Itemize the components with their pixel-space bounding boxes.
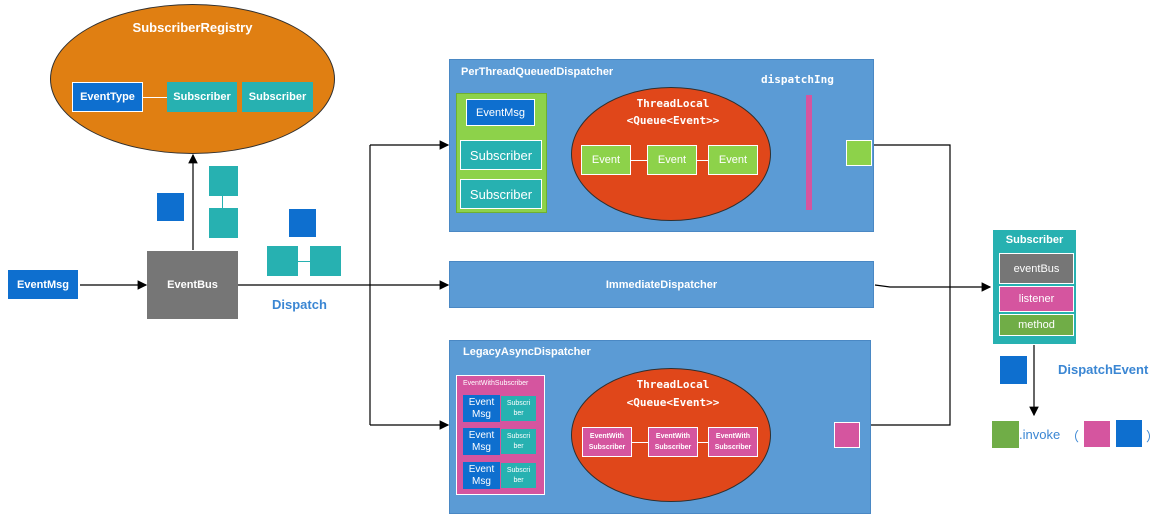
event-msg-square <box>1000 356 1027 384</box>
dispatch-event-label: DispatchEvent <box>1058 362 1149 377</box>
immediate-dispatcher: ImmediateDispatcher <box>449 261 874 308</box>
listener-square <box>1084 421 1110 447</box>
dispatching-bar <box>806 95 812 210</box>
subscriber-field-method: method <box>999 314 1074 336</box>
subscriber-link <box>222 196 223 208</box>
registry-subscriber-1: Subscriber <box>167 82 237 112</box>
per-thread-subscriber-1: Subscriber <box>460 140 542 170</box>
per-thread-event-2: Event <box>647 145 697 175</box>
per-thread-subscriber-2: Subscriber <box>460 179 542 209</box>
legacy-queue-link-2 <box>698 442 708 443</box>
legacy-tl-line2: <Queue<Event>> <box>626 395 720 409</box>
legacy-tl-line1: ThreadLocal <box>636 377 710 391</box>
event-msg: EventMsg <box>7 269 79 300</box>
invoke-open-paren: （ <box>1066 429 1080 444</box>
method-square <box>992 421 1019 448</box>
legacy-title: LegacyAsyncDispatcher <box>463 346 591 358</box>
invoke-text: .invoke <box>1019 427 1061 442</box>
per-thread-output-square <box>846 140 872 166</box>
legacy-queue-item-1: EventWith Subscriber <box>582 427 632 457</box>
registry-event-type: EventType <box>72 82 143 112</box>
legacy-queue-item-2: EventWith Subscriber <box>648 427 698 457</box>
invoke-close-paren: ） <box>1146 429 1160 444</box>
per-thread-title: PerThreadQueuedDispatcher <box>461 66 614 78</box>
subscriber-registry <box>50 4 335 154</box>
per-thread-event-link-2 <box>697 160 708 161</box>
legacy-row-1-subscriber: Subscri ber <box>501 396 536 421</box>
subscriber-field-eventbus: eventBus <box>999 253 1074 284</box>
event-type-square-2 <box>289 209 316 237</box>
per-thread-tl-line2: <Queue<Event>> <box>626 113 720 127</box>
per-thread-event-3: Event <box>708 145 758 175</box>
per-thread-event-link-1 <box>631 160 647 161</box>
registry-link-line <box>143 97 167 98</box>
legacy-row-3-event: Event Msg <box>463 462 500 489</box>
legacy-row-2-subscriber: Subscri ber <box>501 429 536 454</box>
per-thread-event-1: Event <box>581 145 631 175</box>
registry-subscriber-2: Subscriber <box>242 82 313 112</box>
subscriber-square-bottom <box>209 208 238 238</box>
registry-title: SubscriberRegistry <box>132 19 253 35</box>
legacy-output-square <box>834 422 860 448</box>
subscriber-square-left <box>267 246 298 276</box>
per-thread-event-msg: EventMsg <box>466 99 535 126</box>
subscriber-card-title: Subscriber <box>1005 234 1064 246</box>
dispatching-label: dispatchIng <box>761 73 834 86</box>
subscriber-square-right <box>310 246 341 276</box>
event-arg-square <box>1116 420 1142 447</box>
legacy-row-1-event: Event Msg <box>463 395 500 422</box>
legacy-queue-item-3: EventWith Subscriber <box>708 427 758 457</box>
subscriber-field-listener: listener <box>999 286 1074 312</box>
legacy-row-3-subscriber: Subscri ber <box>501 463 536 488</box>
dispatch-label: Dispatch <box>272 297 327 312</box>
legacy-row-2-event: Event Msg <box>463 428 500 455</box>
legacy-list-title: EventWithSubscriber <box>463 380 529 387</box>
event-bus: EventBus <box>147 251 238 319</box>
per-thread-tl-line1: ThreadLocal <box>636 96 710 110</box>
event-type-square <box>157 193 184 221</box>
subscriber-square-top <box>209 166 238 196</box>
legacy-queue-link-1 <box>632 442 648 443</box>
subscriber-link-2 <box>298 261 310 262</box>
